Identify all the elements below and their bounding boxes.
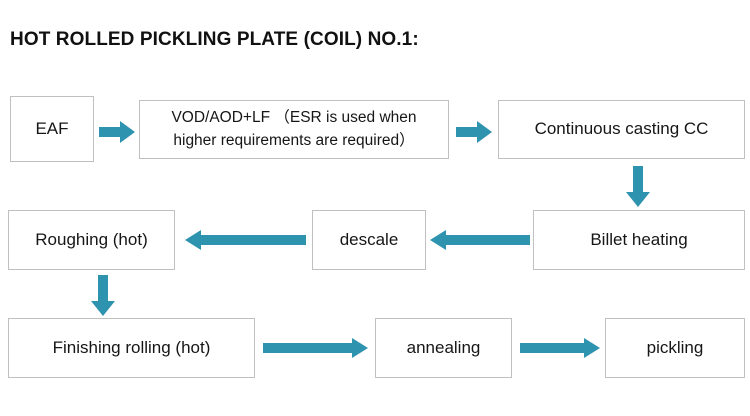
node-pickling[interactable]: pickling [605,318,745,378]
node-vod-line-1: VOD/AOD+LF （ESR is used when [171,109,417,127]
arrow-roughing-to-finishing-rolling [90,275,116,317]
arrow-finishing-rolling-to-annealing [263,336,368,360]
node-continuous-casting-cc[interactable]: Continuous casting CC [498,100,745,159]
arrow-eaf-to-vod [99,120,135,144]
node-vod-line-2: higher requirements are required） [173,131,415,149]
node-roughing-hot[interactable]: Roughing (hot) [8,210,175,270]
node-eaf-label: EAF [35,118,69,138]
node-vod-aod-lf-label: VOD/AOD+LF （ESR is used when higher requ… [171,107,416,152]
node-pickling-label: pickling [646,337,704,357]
node-annealing[interactable]: annealing [375,318,512,378]
arrow-cc-to-billet-heating [625,166,651,208]
node-finishing-rolling-hot-label: Finishing rolling (hot) [52,337,211,357]
node-eaf[interactable]: EAF [10,96,94,162]
node-descale[interactable]: descale [312,210,426,270]
arrow-vod-to-cc [456,120,492,144]
page-title: HOT ROLLED PICKLING PLATE (COIL) NO.1: [10,29,419,50]
node-billet-heating-label: Billet heating [590,229,688,249]
arrow-descale-to-roughing [185,228,306,252]
arrow-annealing-to-pickling [520,336,600,360]
node-roughing-hot-label: Roughing (hot) [35,229,148,249]
node-descale-label: descale [339,229,399,249]
arrow-billet-heating-to-descale [430,228,530,252]
node-annealing-label: annealing [406,337,481,357]
node-billet-heating[interactable]: Billet heating [533,210,745,270]
node-continuous-casting-cc-label: Continuous casting CC [534,119,709,139]
node-vod-aod-lf[interactable]: VOD/AOD+LF （ESR is used when higher requ… [139,100,449,159]
node-finishing-rolling-hot[interactable]: Finishing rolling (hot) [8,318,255,378]
